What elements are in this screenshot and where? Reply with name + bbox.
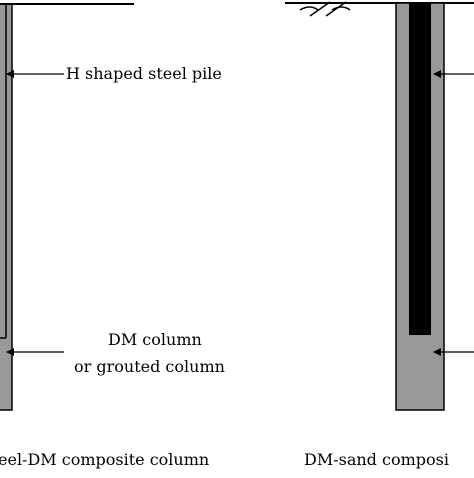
ground-hatch <box>299 1 351 17</box>
right-column-arrow-head <box>433 348 441 356</box>
right-core <box>409 3 431 335</box>
dm-column-arrow-head <box>6 348 14 356</box>
right-core-arrow-head <box>433 70 441 78</box>
right-caption: DM-sand composi <box>304 450 449 469</box>
left-caption: eel-DM composite column <box>0 450 210 469</box>
steel-pile-label: H shaped steel pile <box>66 64 222 83</box>
dm-column-label-line2: or grouted column <box>74 357 225 376</box>
dm-column-label-line1: DM column <box>108 330 202 349</box>
steel-pile-arrow-head <box>6 70 14 78</box>
